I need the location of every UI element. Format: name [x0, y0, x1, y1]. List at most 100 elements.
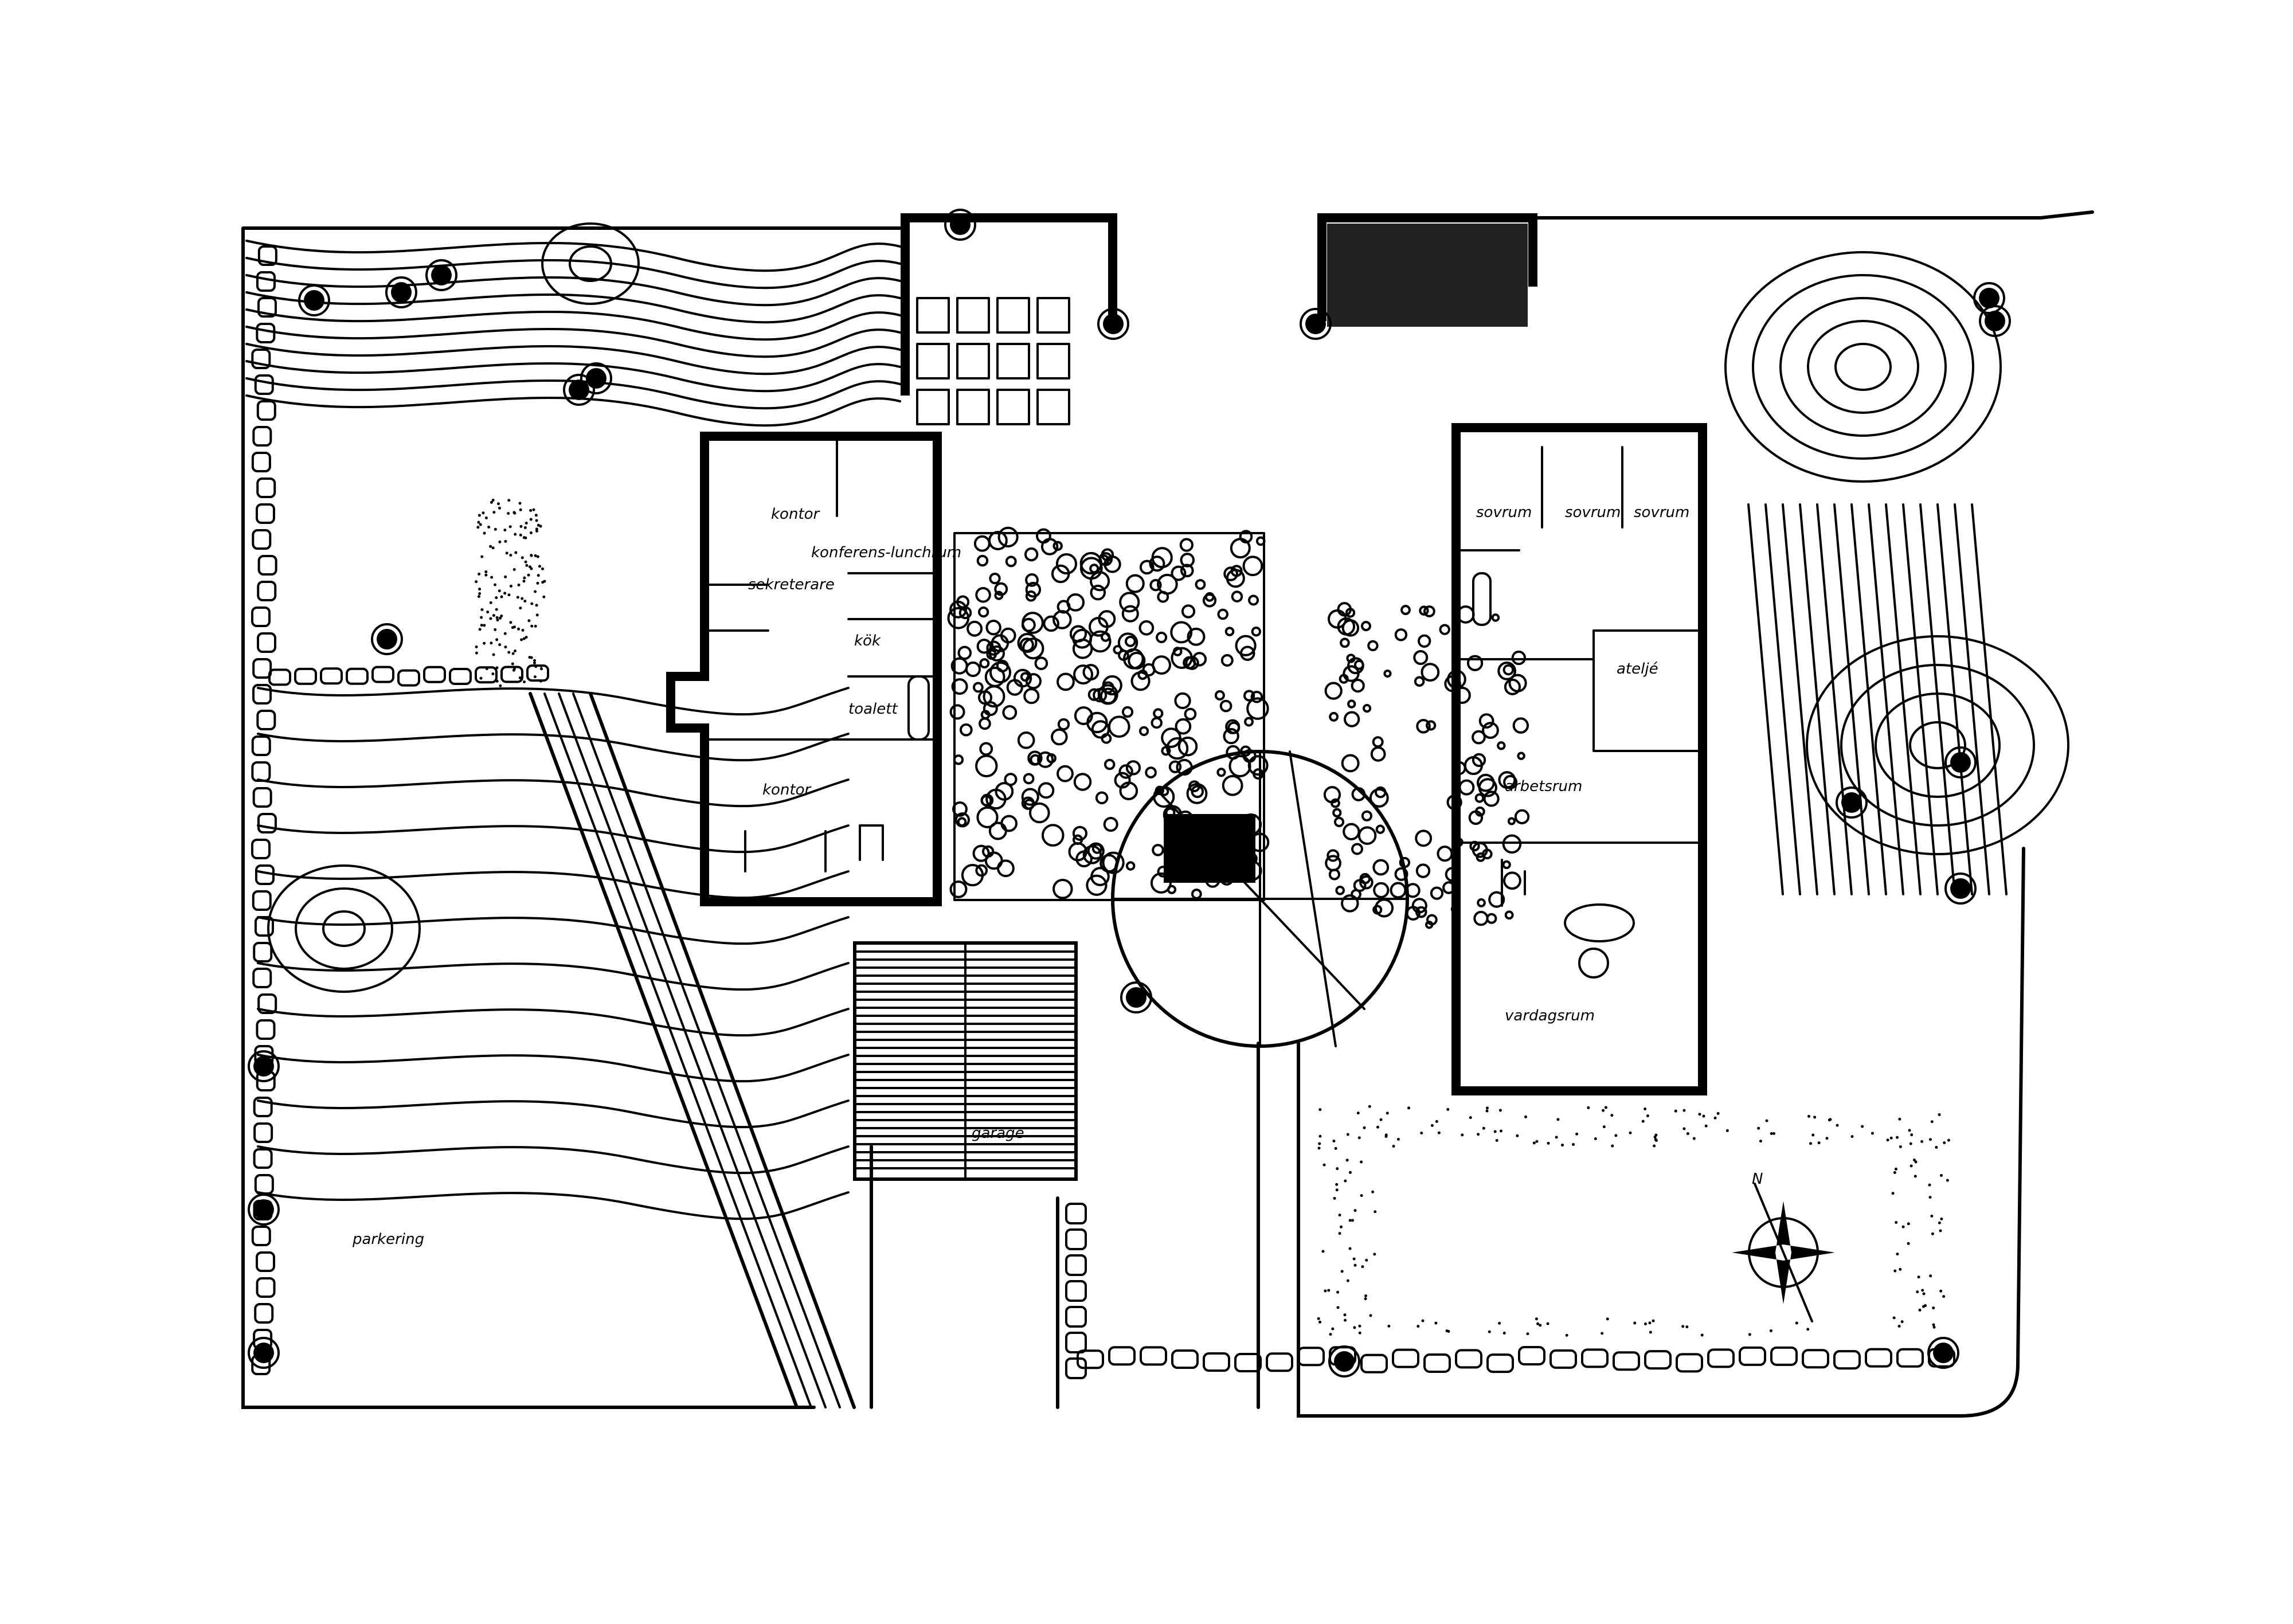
terrace-line — [1833, 503, 1870, 895]
gravel-dot — [521, 597, 524, 600]
pebble — [1426, 720, 1437, 731]
gravel-dot — [1825, 1137, 1829, 1140]
stone — [1455, 1349, 1482, 1369]
gravel-dot — [489, 545, 492, 548]
gravel-dot — [519, 525, 523, 528]
pebble — [1226, 569, 1245, 588]
gravel-dot — [1772, 1132, 1776, 1135]
pebble — [1038, 782, 1055, 799]
gravel-dot — [509, 621, 512, 624]
pebble — [976, 639, 992, 654]
gravel-dot — [1795, 1321, 1798, 1325]
gravel-dot — [1891, 1192, 1895, 1195]
pebble — [1161, 746, 1171, 756]
gravel-dot — [1614, 1134, 1618, 1137]
contour-ring — [1752, 274, 1974, 460]
stone — [251, 735, 271, 756]
gravel-dot — [512, 668, 515, 672]
stone — [256, 271, 276, 292]
gravel-dot — [536, 555, 539, 558]
tree — [1979, 288, 1999, 308]
site-boundary — [241, 210, 2094, 1418]
pebble — [1439, 624, 1450, 635]
stone — [252, 658, 272, 679]
pebble — [1235, 635, 1257, 656]
gravel-dot — [1317, 1146, 1321, 1150]
tree — [1305, 314, 1326, 334]
pebble — [959, 723, 973, 737]
terrace-line — [1747, 503, 1784, 895]
pebble — [1367, 640, 1379, 652]
gravel-dot — [1547, 1141, 1550, 1145]
gravel-dot — [1674, 1109, 1677, 1113]
gravel-dot — [530, 602, 534, 605]
gravel-dot — [1516, 1134, 1519, 1137]
stone — [251, 606, 271, 627]
gravel-dot — [1565, 1333, 1568, 1337]
gravel-dot — [497, 502, 500, 506]
gravel-dot — [1368, 1105, 1371, 1108]
pebble — [1250, 690, 1263, 703]
pebble — [1502, 834, 1522, 854]
gravel-dot — [536, 581, 539, 585]
gravel-dot — [475, 651, 478, 655]
pebble — [1243, 690, 1255, 702]
gravel-dot — [1344, 1318, 1347, 1322]
pebble — [1372, 859, 1390, 876]
pebble — [1246, 697, 1269, 720]
gravel-dot — [1893, 1171, 1896, 1174]
gravel-dot — [1345, 1159, 1349, 1162]
tree — [1950, 878, 1971, 899]
contour-line — [257, 962, 850, 991]
tree — [1103, 314, 1124, 334]
pebble — [1426, 914, 1438, 926]
gravel-dot — [539, 664, 543, 668]
paving-grid — [916, 297, 1070, 425]
pebble — [1161, 727, 1181, 748]
contour-line — [257, 687, 850, 716]
tree-canopy — [1836, 786, 1868, 819]
gravel-dot — [504, 645, 507, 649]
gravel-dot — [1539, 1324, 1542, 1327]
gravel-dot — [1420, 1131, 1423, 1134]
gravel-dot — [1336, 1290, 1340, 1294]
stone — [475, 666, 498, 684]
gravel-dot — [479, 523, 482, 526]
gravel-dot — [1346, 1133, 1349, 1136]
gravel-dot — [1332, 1139, 1336, 1142]
stone — [1486, 1353, 1514, 1373]
pebble — [979, 742, 993, 756]
pebble — [1005, 555, 1017, 568]
stone — [254, 1174, 274, 1195]
pebble — [1341, 894, 1359, 913]
pebble — [1138, 726, 1149, 737]
gravel-dot — [525, 636, 528, 639]
gravel-dot — [542, 595, 546, 598]
pebble — [1098, 554, 1110, 566]
gravel-dot — [524, 560, 527, 563]
gravel-dot — [507, 512, 510, 515]
stone — [256, 1277, 276, 1298]
pebble — [1372, 736, 1384, 748]
gravel-dot — [1910, 1133, 1914, 1137]
gravel-dot — [484, 570, 488, 573]
pebble — [989, 572, 1001, 585]
pebble — [1002, 705, 1018, 720]
pebble — [1152, 844, 1164, 856]
gravel-dot — [1828, 1118, 1831, 1122]
gravel-dot — [521, 628, 525, 632]
gravel-dot — [534, 514, 538, 517]
gravel-dot — [514, 649, 517, 653]
gravel-dot — [1698, 1113, 1701, 1116]
pebble — [1224, 627, 1235, 636]
gravel-dot — [1644, 1108, 1647, 1111]
gravel-dot — [490, 641, 493, 645]
stone — [294, 667, 317, 685]
tree — [391, 282, 412, 303]
stone — [251, 761, 271, 782]
gravel-dot — [496, 619, 499, 622]
pebble — [1483, 791, 1500, 807]
pebble — [1023, 773, 1035, 785]
gravel-dot — [1939, 1289, 1943, 1293]
gravel-dot — [1759, 1140, 1762, 1143]
